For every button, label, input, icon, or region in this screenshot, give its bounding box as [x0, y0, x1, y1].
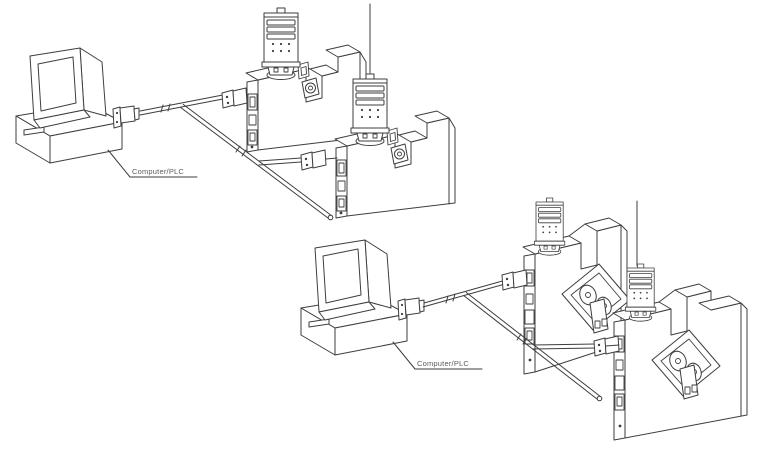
coupler-machine-2	[300, 149, 327, 171]
cable-trunk	[180, 107, 330, 220]
computer-plc-label: Computer/PLC	[417, 359, 469, 368]
computer-plc-label: Computer/PLC	[132, 167, 184, 176]
label-leader	[107, 149, 198, 178]
cell-bottom: Computer/PLC	[300, 197, 747, 440]
cable-drop-lower	[532, 347, 597, 350]
computer-plc-1	[15, 47, 140, 164]
label-computer-plc-1: Computer/PLC	[107, 149, 198, 178]
cable-main	[423, 279, 507, 304]
cable-drop	[258, 157, 302, 162]
controller-unit-4	[613, 263, 747, 440]
cable-main-lower	[139, 97, 229, 116]
cable-trunk-lower	[182, 103, 332, 216]
controller-unit-2	[335, 73, 455, 218]
cable-open-end	[596, 395, 603, 402]
cable-trunk-lower	[465, 291, 601, 397]
cable-open-end	[327, 214, 334, 221]
cell-top: Computer/PLC	[15, 3, 455, 221]
cable-drop	[532, 343, 597, 346]
cable-network-bottom	[422, 279, 603, 402]
cable-main	[139, 93, 229, 112]
cable-drop-lower	[258, 161, 302, 166]
computer-plc-2	[300, 239, 425, 356]
cable-network-top	[139, 93, 334, 221]
controller-unit-1	[246, 7, 366, 152]
coupler-machine-3	[501, 269, 528, 291]
label-computer-plc-2: Computer/PLC	[392, 341, 483, 370]
cable-trunk	[463, 295, 599, 401]
coupler-machine-1	[221, 87, 248, 109]
label-leader	[392, 341, 483, 370]
